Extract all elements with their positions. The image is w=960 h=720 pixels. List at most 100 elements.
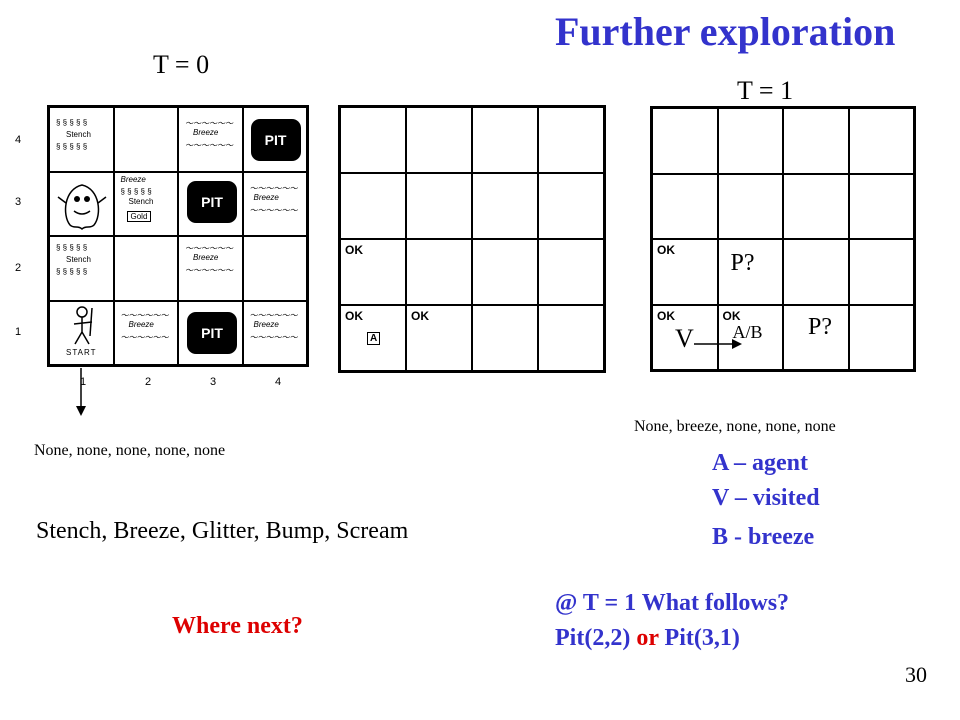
breeze-waves: ～～～～～～ bbox=[249, 205, 298, 215]
kb1-cell-2-3 bbox=[717, 173, 783, 239]
pit-question-2-2: P? bbox=[730, 250, 755, 276]
stench-waves: § § § § § bbox=[120, 186, 152, 196]
stench-waves: § § § § § bbox=[56, 267, 88, 276]
cell-1-2: § § § § § Stench § § § § § bbox=[49, 236, 114, 301]
breeze-label: Breeze bbox=[253, 319, 279, 329]
stench-waves: § § § § § bbox=[56, 243, 88, 252]
cell-2-4 bbox=[113, 107, 178, 172]
kb1-cell-3-4 bbox=[783, 108, 849, 174]
move-arrow bbox=[694, 339, 742, 349]
col-label-2: 2 bbox=[145, 376, 152, 388]
breeze-waves: ～～～～～～ bbox=[249, 183, 298, 193]
cell-2-1: ～～～～～～ Breeze ～～～～～～ bbox=[113, 300, 178, 365]
cell-4-1: ～～～～～～ Breeze ～～～～～～ bbox=[242, 300, 307, 365]
kb-cell-2-4 bbox=[406, 107, 472, 173]
breeze-waves: ～～～～～～ bbox=[120, 332, 169, 342]
time-label-t0: T = 0 bbox=[153, 50, 210, 79]
gold-label: Gold bbox=[126, 210, 152, 222]
breeze-label: Breeze bbox=[193, 253, 219, 262]
kb-cell-1-3 bbox=[340, 173, 406, 239]
breeze-label: Breeze bbox=[128, 319, 154, 329]
kb-cell-1-1: OK A bbox=[340, 305, 406, 371]
kb-cell-2-1: OK bbox=[406, 305, 472, 371]
col-label-1: 1 bbox=[80, 376, 87, 388]
stench-waves: § § § § § bbox=[56, 118, 88, 127]
cell-3-3: PIT bbox=[178, 171, 243, 236]
pit-box: PIT bbox=[187, 180, 237, 223]
agent-icon bbox=[73, 305, 93, 344]
wumpus-world-grid: § § § § § Stench § § § § § ～～～～～～ Breeze… bbox=[47, 105, 309, 367]
kb1-cell-4-3 bbox=[848, 173, 914, 239]
pit-box: PIT bbox=[187, 311, 237, 354]
ok-label: OK bbox=[722, 308, 741, 323]
breeze-waves: ～～～～～～ bbox=[249, 310, 298, 320]
pit-box: PIT bbox=[250, 119, 301, 161]
ok-label: OK bbox=[657, 243, 675, 257]
breeze-waves: ～～～～～～ bbox=[185, 266, 233, 275]
cell-1-4: § § § § § Stench § § § § § bbox=[49, 107, 114, 172]
answer-pit-2-2: Pit(2,2) bbox=[555, 625, 631, 651]
breeze-waves: ～～～～～～ bbox=[249, 332, 298, 342]
cell-2-2 bbox=[113, 236, 178, 301]
breeze-waves: ～～～～～～ bbox=[120, 310, 169, 320]
kb-cell-2-2 bbox=[406, 239, 472, 305]
kb-cell-3-1 bbox=[472, 305, 538, 371]
wumpus-icon bbox=[57, 183, 107, 230]
page-number: 30 bbox=[905, 662, 927, 687]
where-next-question: Where next? bbox=[172, 613, 303, 639]
kb-cell-3-3 bbox=[472, 173, 538, 239]
kb-cell-4-4 bbox=[538, 107, 604, 173]
kb1-cell-4-2 bbox=[848, 239, 914, 305]
kb1-cell-3-1: P? bbox=[783, 304, 849, 370]
percept-names: Stench, Breeze, Glitter, Bump, Scream bbox=[36, 518, 409, 544]
time-label-t1: T = 1 bbox=[737, 76, 794, 105]
row-label-2: 2 bbox=[15, 262, 22, 274]
cell-2-3: Breeze § § § § § Stench Gold bbox=[113, 171, 178, 236]
breeze-waves: ～～～～～～ bbox=[185, 244, 233, 253]
ok-label: OK bbox=[657, 308, 675, 323]
col-label-3: 3 bbox=[210, 376, 217, 388]
kb1-cell-3-3 bbox=[783, 173, 849, 239]
percept-arrow bbox=[76, 368, 86, 416]
row-label-1: 1 bbox=[15, 326, 22, 338]
row-label-3: 3 bbox=[15, 196, 22, 208]
ok-label: OK bbox=[411, 309, 429, 323]
breeze-waves: ～～～～～～ bbox=[185, 119, 233, 128]
knowledge-grid-t0: OK OK A OK bbox=[338, 105, 606, 373]
cell-4-3: ～～～～～～ Breeze ～～～～～～ bbox=[242, 171, 307, 236]
kb-cell-4-3 bbox=[538, 173, 604, 239]
agent-marker: A bbox=[367, 332, 381, 345]
kb-cell-4-1 bbox=[538, 305, 604, 371]
slide-title: Further exploration bbox=[555, 9, 896, 54]
kb1-cell-4-1 bbox=[848, 304, 914, 370]
kb-cell-1-2: OK bbox=[340, 239, 406, 305]
ok-label: OK bbox=[345, 243, 363, 257]
cell-4-2 bbox=[242, 236, 307, 301]
start-label: START bbox=[66, 347, 97, 357]
cell-3-2: ～～～～～～ Breeze ～～～～～～ bbox=[178, 236, 243, 301]
legend-agent: A – agent bbox=[712, 450, 808, 476]
percepts-t1: None, breeze, none, none, none bbox=[634, 418, 836, 435]
follows-answer: Pit(2,2) or Pit(3,1) bbox=[555, 625, 740, 652]
cell-3-4: ～～～～～～ Breeze ～～～～～～ bbox=[178, 107, 243, 172]
visited-marker: V bbox=[675, 323, 694, 353]
kb1-cell-2-1: OK A/B bbox=[717, 304, 783, 370]
percepts-t0: None, none, none, none, none bbox=[34, 442, 226, 459]
cell-4-4: PIT bbox=[242, 107, 307, 172]
kb-cell-3-2 bbox=[472, 239, 538, 305]
kb-cell-3-4 bbox=[472, 107, 538, 173]
pit-question-3-1: P? bbox=[808, 313, 832, 340]
kb-cell-2-3 bbox=[406, 173, 472, 239]
legend-breeze: B - breeze bbox=[712, 524, 815, 550]
col-label-4: 4 bbox=[275, 376, 282, 388]
stench-label: Stench bbox=[66, 130, 91, 139]
cell-1-3 bbox=[49, 171, 114, 236]
kb1-cell-1-2: OK bbox=[652, 239, 718, 305]
agent-breeze-marker: A/B bbox=[732, 321, 763, 342]
answer-or: or bbox=[636, 625, 659, 651]
kb1-cell-1-4 bbox=[652, 108, 718, 174]
stench-label: Stench bbox=[128, 196, 154, 206]
kb1-cell-2-2: P? bbox=[717, 239, 783, 305]
breeze-label: Breeze bbox=[193, 128, 219, 137]
stench-waves: § § § § § bbox=[56, 142, 88, 151]
